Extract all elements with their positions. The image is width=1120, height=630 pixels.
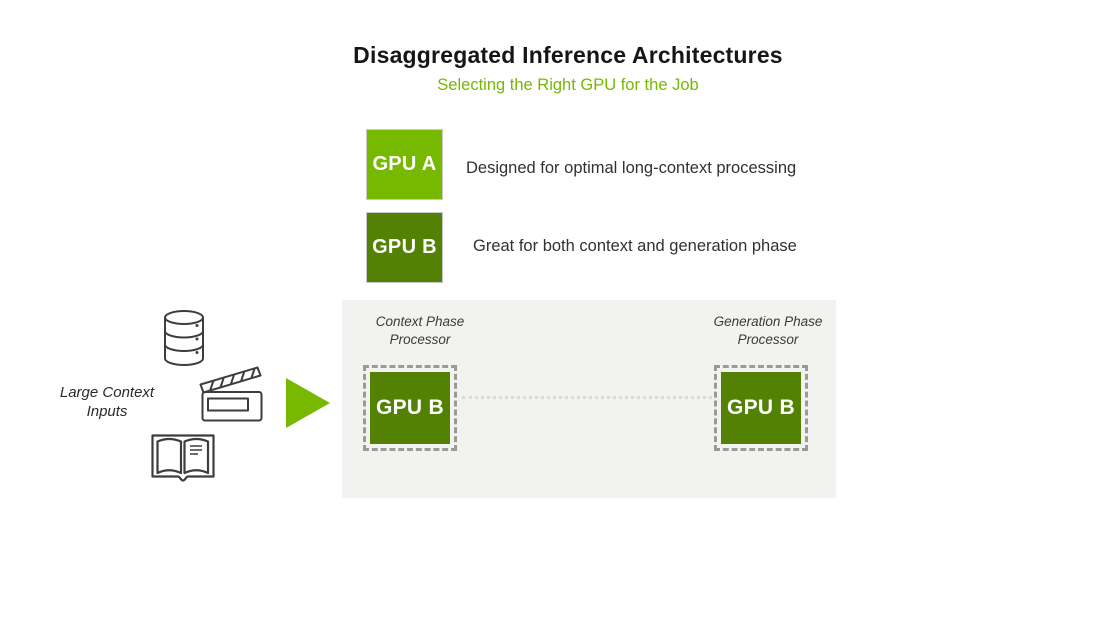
pipeline-panel: Context Phase Processor Generation Phase… — [342, 300, 836, 498]
header: Disaggregated Inference Architectures Se… — [8, 42, 1120, 95]
inputs-label-line1: Large Context — [59, 384, 155, 401]
context-label-line1: Context Phase — [375, 314, 465, 329]
page-title: Disaggregated Inference Architectures — [353, 42, 783, 68]
context-gpu-dashed-box: GPU B — [363, 365, 457, 451]
context-phase-processor-label: Context Phase Processor — [330, 313, 510, 349]
legend-gpu-a-description: Designed for optimal long-context proces… — [466, 159, 797, 177]
generation-phase-processor-label: Generation Phase Processor — [678, 313, 858, 349]
legend-gpu-a-label: GPU A — [372, 153, 437, 175]
play-arrow-icon — [286, 378, 330, 428]
flow-dotted-line — [462, 396, 712, 399]
large-context-inputs-label: Large Context Inputs — [27, 383, 187, 421]
context-label-line2: Processor — [389, 332, 451, 347]
open-book-icon — [150, 432, 216, 487]
legend-gpu-b-description: Great for both context and generation ph… — [473, 237, 797, 255]
context-gpu-b-label: GPU B — [375, 396, 444, 419]
legend-gpu-b-label: GPU B — [372, 236, 437, 258]
generation-label-line1: Generation Phase — [713, 314, 823, 329]
generation-gpu-dashed-box: GPU B — [714, 365, 808, 451]
page-subtitle: Selecting the Right GPU for the Job — [437, 76, 699, 94]
generation-gpu-b-box: GPU B — [721, 372, 801, 444]
generation-label-line2: Processor — [737, 332, 799, 347]
inputs-label-line2: Inputs — [86, 403, 128, 420]
legend-gpu-b-swatch: GPU B — [366, 212, 443, 283]
context-gpu-b-box: GPU B — [370, 372, 450, 444]
legend-gpu-a-swatch: GPU A — [366, 129, 443, 200]
generation-gpu-b-label: GPU B — [726, 396, 795, 419]
database-icon — [160, 309, 208, 367]
clapperboard-icon — [199, 363, 265, 423]
